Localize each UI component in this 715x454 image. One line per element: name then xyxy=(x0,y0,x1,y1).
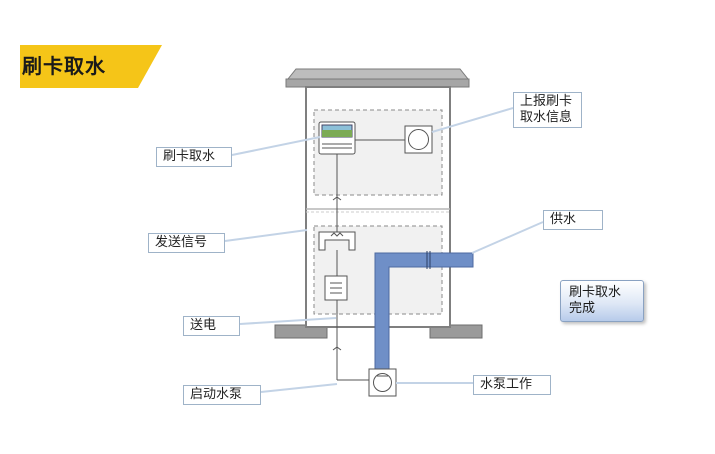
page-title: 刷卡取水 xyxy=(22,54,106,78)
title-banner xyxy=(20,45,162,88)
completion-note-line1: 刷卡取水 xyxy=(569,285,622,300)
callout-swipe: 刷卡取水 xyxy=(156,147,232,167)
roof-eave xyxy=(285,78,470,88)
completion-note: 刷卡取水 完成 xyxy=(560,280,644,322)
roof xyxy=(286,68,470,80)
right-foundation xyxy=(429,324,483,339)
callout-power: 送电 xyxy=(183,316,240,336)
callout-supply: 供水 xyxy=(543,210,603,230)
callout-send-signal: 发送信号 xyxy=(148,233,225,253)
callout-pump-working: 水泵工作 xyxy=(473,375,551,395)
completion-note-line2: 完成 xyxy=(569,301,596,316)
leader-send-signal xyxy=(224,229,308,242)
callout-report-line1: 上报刷卡 xyxy=(520,94,573,109)
callout-report: 上报刷卡 取水信息 xyxy=(513,92,582,128)
leader-start-pump xyxy=(260,383,338,393)
callout-start-pump: 启动水泵 xyxy=(183,385,261,405)
contactor xyxy=(318,231,356,251)
leader-swipe xyxy=(231,136,321,156)
callout-report-line2: 取水信息 xyxy=(520,110,573,125)
left-foundation xyxy=(274,324,328,339)
leader-supply xyxy=(471,221,544,254)
leader-power xyxy=(239,317,337,325)
leader-report xyxy=(431,107,514,133)
